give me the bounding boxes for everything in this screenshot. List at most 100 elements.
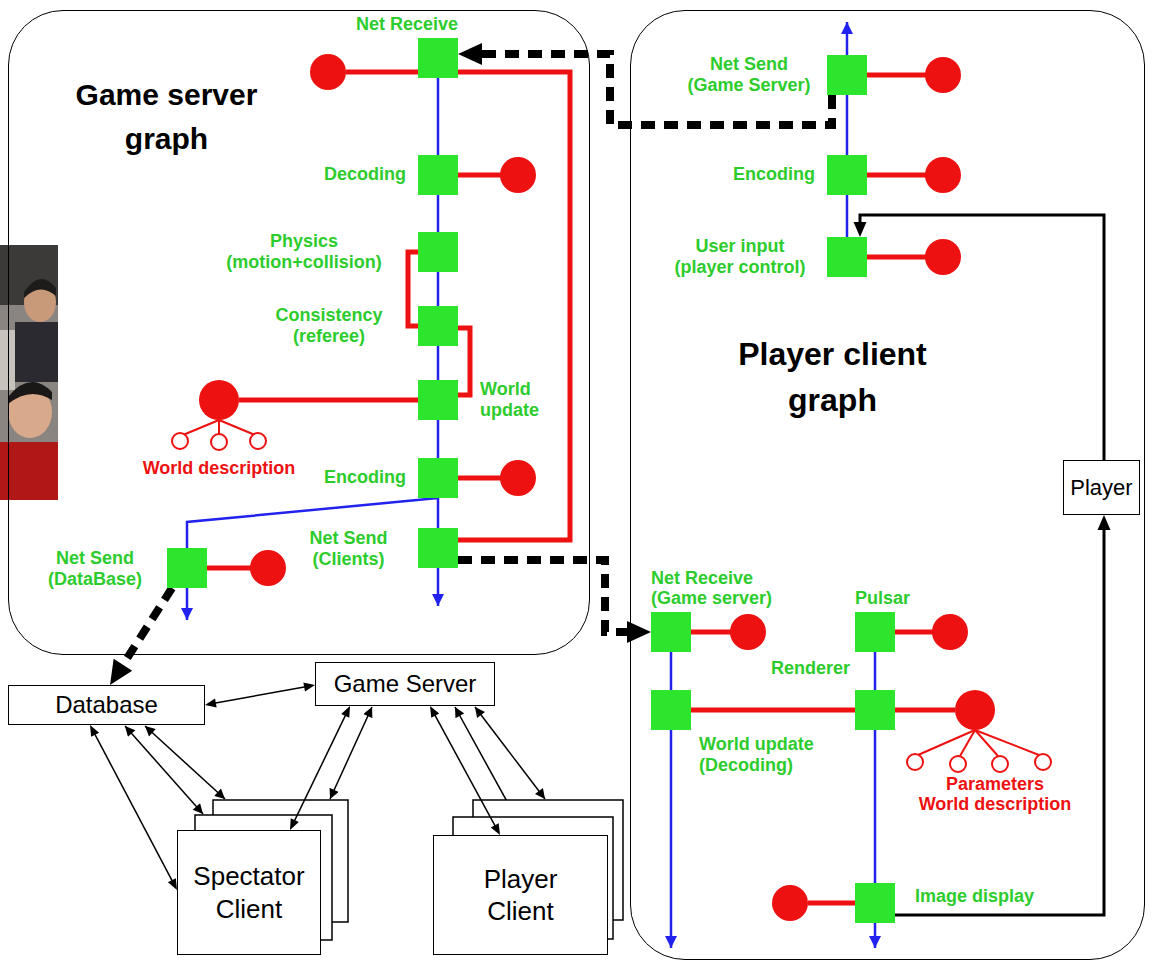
parameter-dot: [925, 157, 961, 193]
module-box: Net Receive: [418, 38, 458, 78]
parameter-wire: [867, 73, 927, 78]
module-label: Encoding: [733, 164, 815, 185]
connector: [438, 78, 439, 155]
parameter-wire: [808, 901, 855, 906]
connector-line: [895, 708, 955, 713]
connector: [458, 43, 832, 125]
connector: [895, 710, 955, 711]
module-box: Renderer: [855, 690, 895, 730]
parameter-dot: [932, 614, 968, 650]
photo-body: [15, 322, 58, 382]
module-label: Renderer: [771, 658, 850, 679]
module-label: Physics (motion+collision): [214, 231, 394, 272]
connector-line: [458, 560, 637, 632]
parameter-wire: [458, 173, 502, 178]
parameter-wire: [691, 630, 732, 635]
flow-tail: [186, 588, 189, 620]
sub-parameter-dot: [907, 754, 923, 770]
box-label: Player: [1070, 474, 1132, 502]
box-label: Game Server: [334, 669, 477, 699]
parameter-wire: [867, 255, 927, 260]
connector-line: [433, 712, 497, 829]
photo-hair: [8, 382, 52, 404]
photo-hair: [24, 279, 56, 298]
module-label: World update: [480, 379, 555, 420]
graph-region: Player client graph Net Send (Game Server…: [630, 10, 1145, 960]
connector: [110, 588, 172, 685]
parameter-label: Parameters: [946, 774, 1044, 795]
arrowhead: [341, 706, 350, 718]
system-box: Player Client: [433, 835, 608, 955]
parameter-dot: [310, 54, 346, 90]
parameter-circle: World description: [199, 380, 239, 420]
box-label: Spectator Client: [184, 860, 314, 925]
parameter-dot: [925, 239, 961, 275]
graph-title: Player client graph: [720, 331, 945, 424]
sub-parameter-dot: [992, 756, 1008, 772]
module-box: World update (Decoding): [651, 690, 691, 730]
system-box: Game Server: [315, 662, 495, 706]
parameter-circle: ParametersWorld description: [955, 690, 995, 730]
flow-tails: [187, 22, 875, 948]
module-box: Net Send (Game Server): [827, 55, 867, 95]
parameter-wire: [207, 566, 252, 571]
module-label: Net Receive: [356, 14, 458, 35]
system-box: Spectator Client: [177, 830, 321, 955]
flow-tail: [437, 568, 440, 606]
connector: [438, 420, 439, 458]
box-label: Database: [55, 690, 158, 720]
system-box: Player: [1063, 460, 1140, 515]
module-label: Pulsar: [855, 588, 910, 609]
connector-line: [895, 524, 1104, 915]
connector: [691, 710, 855, 711]
parameter-wires: [207, 72, 934, 903]
sub-parameter-wire: [960, 730, 975, 756]
connector-line: [874, 730, 877, 883]
module-label: Net Send (Clients): [291, 528, 406, 569]
connector-line: [437, 195, 440, 232]
client-link: [475, 707, 545, 799]
parameter-wire: [867, 173, 927, 178]
graph-region: Game server graphNet ReceiveDecodingPhys…: [8, 10, 590, 655]
flow-tail: [670, 730, 673, 948]
connector: [430, 706, 500, 835]
connector: [438, 498, 439, 528]
module-box: Net Receive (Game server): [651, 612, 691, 652]
client-link: [125, 726, 203, 814]
parameter-wire: [346, 70, 418, 75]
connector-line: [846, 195, 849, 237]
sub-parameter-wire: [218, 420, 220, 434]
connector-line: [458, 328, 470, 395]
module-box: Decoding: [418, 155, 458, 195]
parameter-dot: [500, 460, 536, 496]
parameter-wire: [458, 476, 502, 481]
sub-parameters: [172, 420, 1051, 772]
connector-line: [691, 708, 855, 713]
arrowhead: [205, 699, 217, 708]
module-box: Net Send (DataBase): [167, 548, 207, 588]
connector-line: [472, 54, 832, 125]
connector: [458, 560, 651, 643]
connector-line: [437, 78, 440, 155]
module-box: Net Send (Clients): [418, 528, 458, 568]
parameter-dot: [925, 57, 961, 93]
module-box: Image display: [855, 883, 895, 923]
connector-line: [846, 95, 849, 155]
connector: [290, 706, 350, 830]
arrowhead: [110, 659, 132, 685]
connector-line: [93, 731, 174, 884]
sub-parameter-dot: [950, 756, 966, 772]
connector-line: [118, 588, 172, 673]
connector-line: [437, 498, 440, 528]
module-label: Net Send (Game Server): [683, 54, 815, 95]
connector: [895, 515, 1111, 915]
connector-line: [458, 72, 570, 540]
parameter-dots: [250, 54, 968, 921]
sub-parameter-dot: [250, 433, 266, 449]
arrowhead: [458, 43, 482, 65]
box-label: Player Client: [466, 863, 576, 928]
arrowhead: [1098, 515, 1111, 530]
parameter-dot: [250, 550, 286, 586]
flow-tail: [874, 923, 877, 948]
connector: [438, 272, 439, 306]
